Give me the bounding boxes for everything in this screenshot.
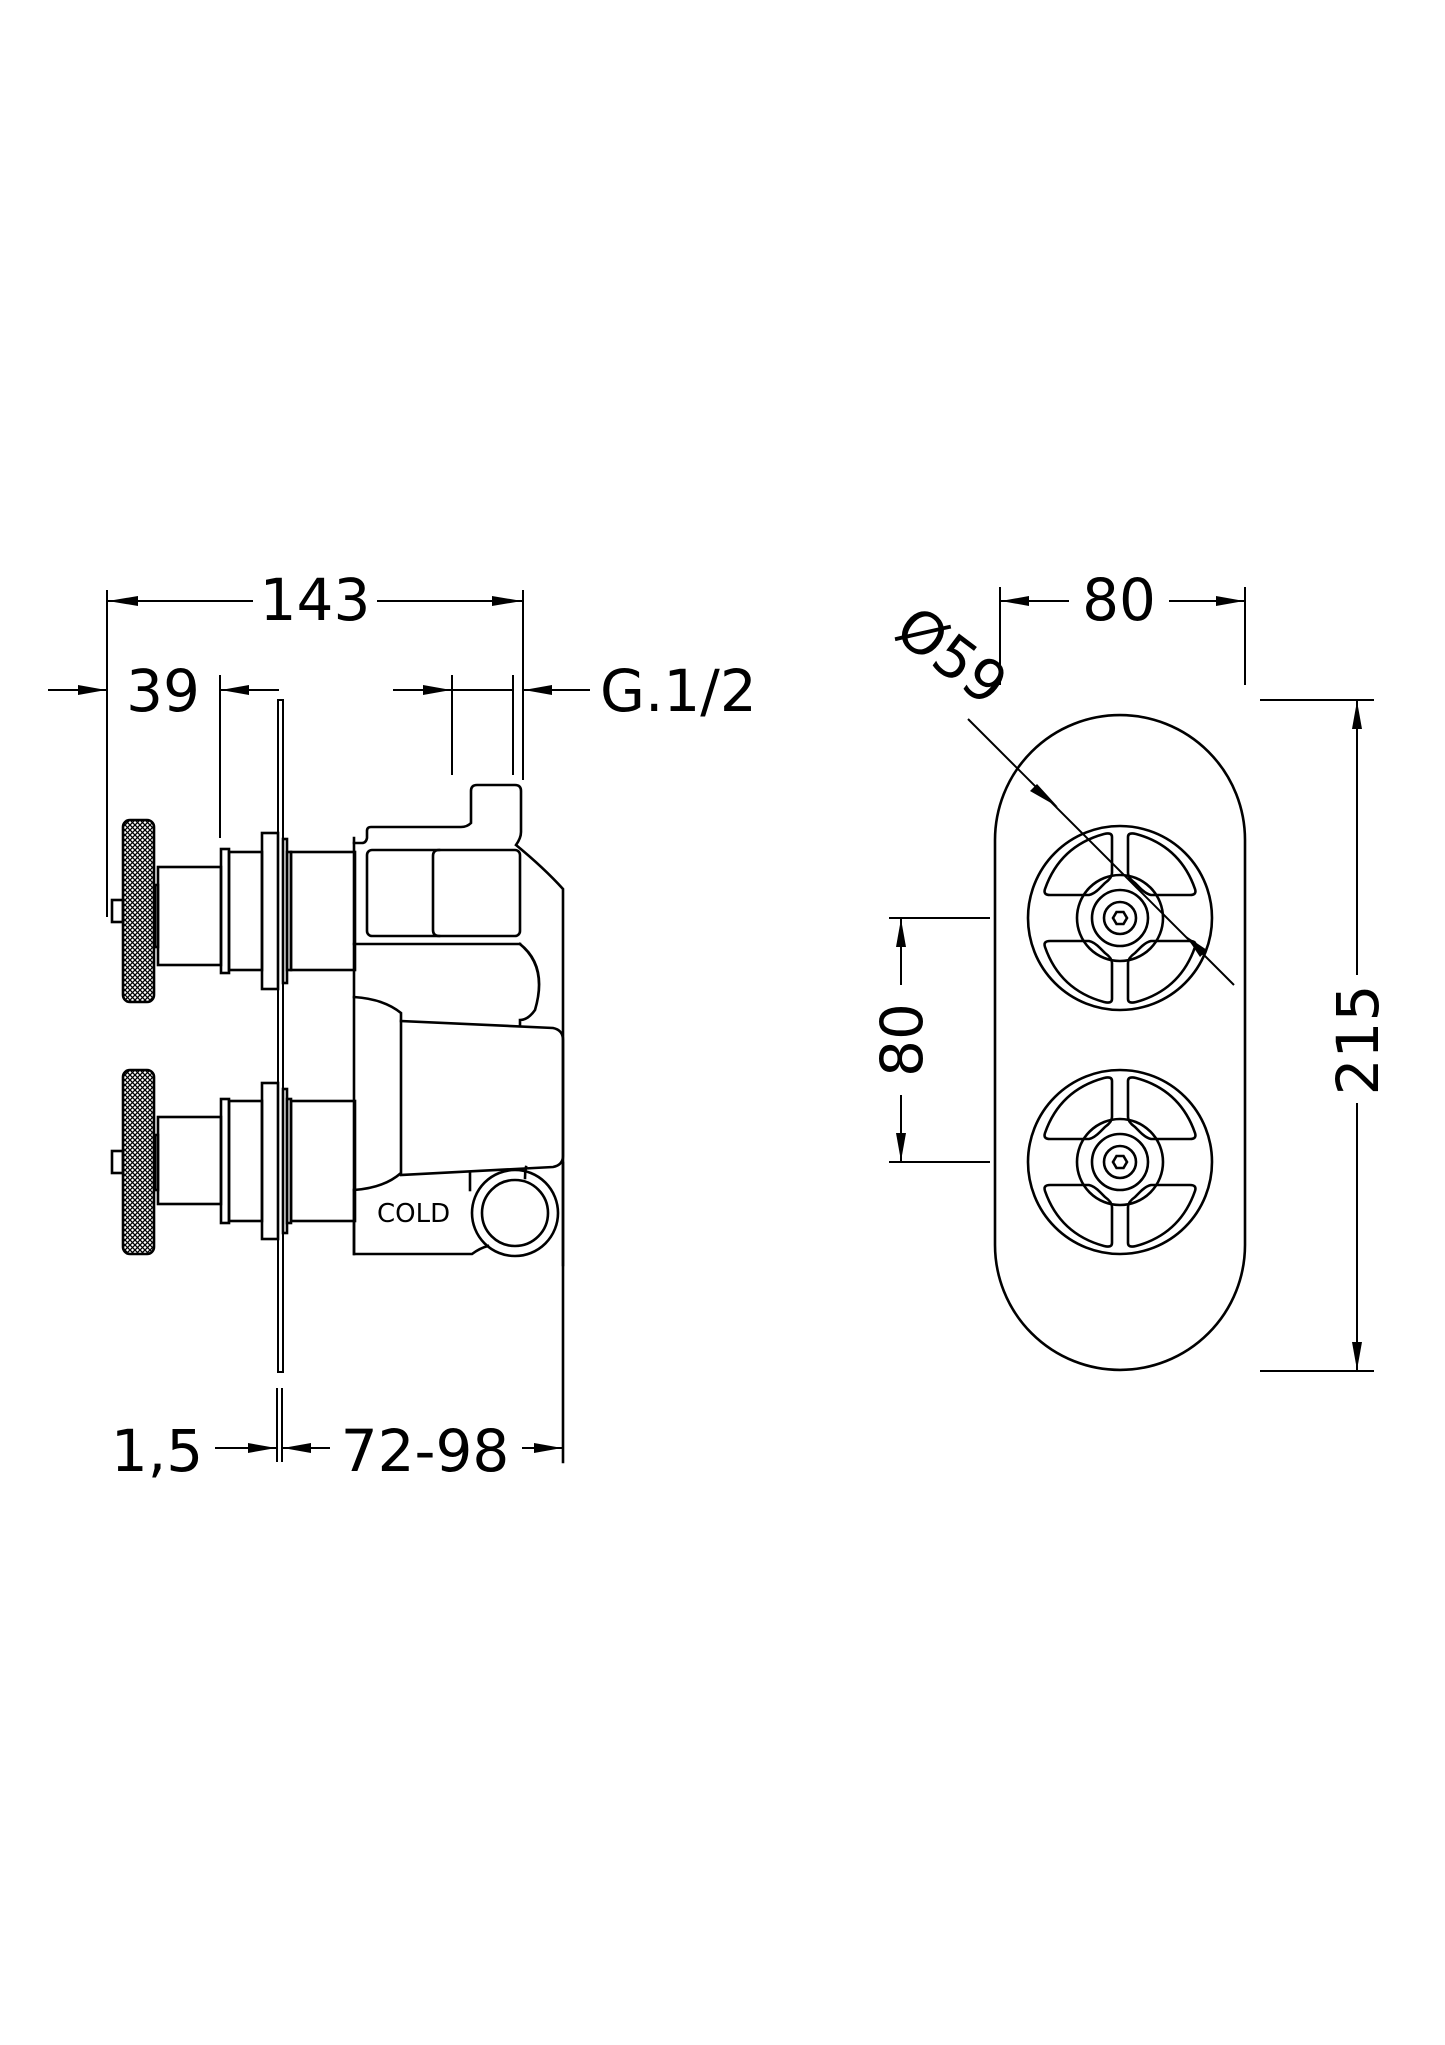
dimension-143: 143	[106, 566, 524, 917]
dimension-label-plate-width: 80	[1082, 566, 1156, 634]
valve-body: COLD	[352, 783, 565, 1464]
dimension-g12: G.1/2	[393, 657, 757, 775]
side-view: 143 39 G.1/2	[48, 566, 757, 1485]
dimension-label-plate-thickness: 1,5	[111, 1417, 203, 1485]
dimension-handle-centres: 80	[868, 917, 990, 1163]
dimension-39: 39	[48, 657, 279, 838]
front-lower-handle	[1026, 1068, 1214, 1256]
dimension-plate-and-depth: 1,5 72-98	[111, 1388, 562, 1485]
dimension-plate-width: 80	[999, 566, 1246, 685]
cold-inlet-pipe	[470, 1168, 560, 1258]
arrow-head	[492, 596, 522, 606]
dimension-handle-diameter: Ø59	[884, 593, 1235, 986]
front-view: 80	[868, 566, 1392, 1372]
dimension-label-143: 143	[260, 566, 371, 634]
upper-handle	[110, 818, 357, 1004]
cover-plate	[277, 699, 284, 1373]
dimension-label-plate-height: 215	[1324, 985, 1392, 1096]
knurled-knob	[121, 818, 156, 1004]
dimension-label-wall-depth: 72-98	[341, 1417, 510, 1485]
knob-cap	[110, 1149, 125, 1175]
dimension-label-thread: G.1/2	[600, 657, 757, 725]
knurled-knob	[121, 1068, 156, 1256]
oval-cover-plate	[993, 713, 1247, 1372]
dimension-label-centres: 80	[868, 1003, 936, 1077]
dimension-label-39: 39	[126, 657, 200, 725]
front-upper-handle	[1026, 824, 1214, 1012]
lower-handle	[110, 1068, 357, 1256]
dimension-plate-height: 215	[1260, 699, 1392, 1372]
knob-cap	[110, 898, 125, 924]
cold-label: COLD	[377, 1199, 450, 1229]
hex-screw-icon	[1111, 910, 1129, 926]
hex-screw-icon	[1111, 1154, 1129, 1170]
